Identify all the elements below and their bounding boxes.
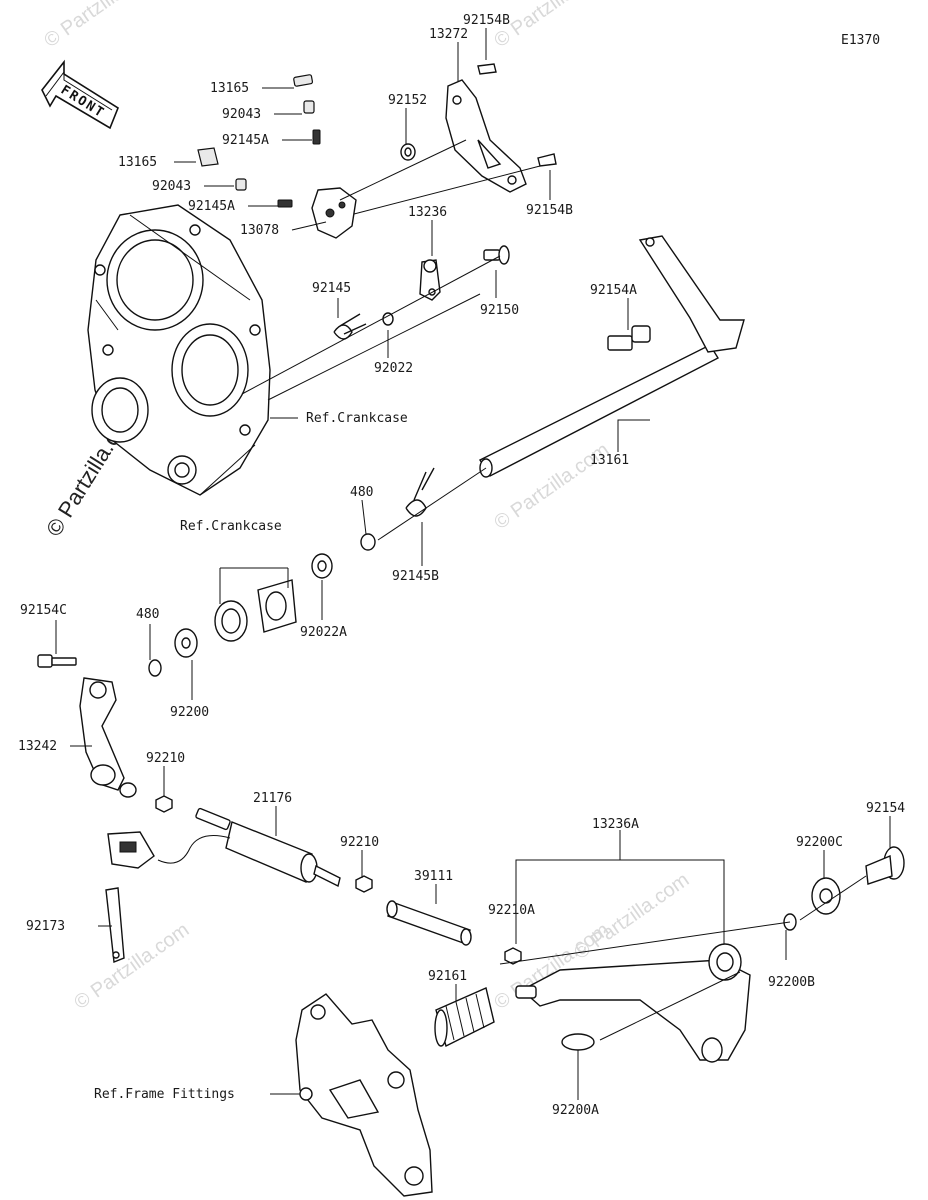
part-label: 92043 (152, 179, 191, 194)
part-label: 92200 (170, 705, 209, 720)
part-label: Ref.Crankcase (180, 519, 282, 534)
part-label: 21176 (253, 791, 292, 806)
tie-rod-39111 (386, 900, 522, 965)
part-label: 92200C (796, 835, 843, 850)
part-label: 13272 (429, 27, 468, 42)
part-label: 92145 (312, 281, 351, 296)
part-label: 92154C (20, 603, 67, 618)
bolt-92154a (607, 325, 651, 351)
part-label: 13242 (18, 739, 57, 754)
shift-lever-13236 (419, 245, 510, 301)
frame-fitting (295, 993, 433, 1197)
shift-pedal-13236a (515, 846, 905, 1063)
part-label: Ref.Frame Fittings (94, 1087, 235, 1102)
part-label: 92200A (552, 1103, 599, 1118)
part-label: 13078 (240, 223, 279, 238)
part-label: 92154 (866, 801, 905, 816)
part-label: 92173 (26, 919, 65, 934)
shift-plate (445, 63, 557, 193)
part-label: 92152 (388, 93, 427, 108)
part-label: 92154B (526, 203, 573, 218)
part-label: 480 (350, 485, 373, 500)
part-label: 92043 (222, 107, 261, 122)
part-label: Ref.Crankcase (306, 411, 408, 426)
part-label: 13236 (408, 205, 447, 220)
bearing-seal (148, 533, 376, 677)
part-label: 92145B (392, 569, 439, 584)
alignment-lines (241, 139, 867, 1041)
part-label: 92022A (300, 625, 347, 640)
diagram-code: E1370 (841, 33, 880, 48)
springs-washers (333, 312, 435, 517)
part-label: 92022 (374, 361, 413, 376)
part-label: 92210 (146, 751, 185, 766)
watermark: © Partzilla.com (40, 0, 163, 52)
part-label: 13165 (118, 155, 157, 170)
part-label: 92145A (222, 133, 269, 148)
part-label: 92154B (463, 13, 510, 28)
part-label: 480 (136, 607, 159, 622)
watermark: © Partzilla.com (70, 919, 193, 1014)
part-label: 39111 (414, 869, 453, 884)
cam-plate-assembly (197, 74, 416, 239)
leader-lines (55, 28, 891, 1100)
part-label: 92200B (768, 975, 815, 990)
part-label: 92210A (488, 903, 535, 918)
pedal-rubber-92161 (434, 987, 495, 1048)
crankcase-cover (87, 204, 271, 496)
band-92173 (105, 887, 125, 963)
part-label: 92210 (340, 835, 379, 850)
part-label: 92154A (590, 283, 637, 298)
shift-sensor-21176 (107, 807, 373, 893)
shift-arm-13242 (37, 654, 173, 813)
part-label: 92150 (480, 303, 519, 318)
part-labels: 92154B 13272 13165 92043 92145A 92152 13… (18, 13, 905, 1118)
part-label: 92145A (188, 199, 235, 214)
part-label: 13165 (210, 81, 249, 96)
shift-shaft (478, 235, 745, 478)
watermark: © Partzilla.com (570, 869, 693, 964)
part-label: 92161 (428, 969, 467, 984)
front-arrow-icon: FRONT (41, 59, 119, 130)
part-label: 13236A (592, 817, 639, 832)
part-label: 13161 (590, 453, 629, 468)
